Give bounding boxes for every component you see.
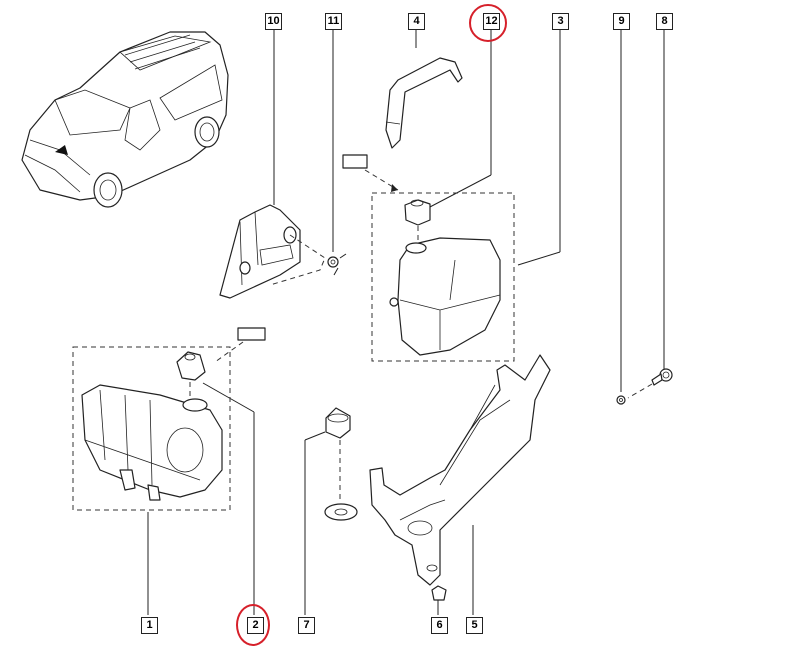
callout-label-7[interactable]: 7 <box>298 617 315 634</box>
part-1-expansion-tank <box>81 384 223 501</box>
highlight-ring-12 <box>469 4 507 42</box>
engine-bay-highlight-marker <box>55 145 68 155</box>
highlight-ring-2 <box>236 604 270 646</box>
callout-label-5[interactable]: 5 <box>466 617 483 634</box>
part-7-grommet <box>325 407 351 439</box>
part-9-nut <box>616 395 626 405</box>
part-4-strap <box>385 57 463 149</box>
callout-label-4[interactable]: 4 <box>408 13 425 30</box>
part-3-expansion-tank <box>389 237 501 356</box>
vehicle-overview-illustration <box>21 31 229 208</box>
part-5-mounting-bracket <box>369 354 551 586</box>
part-8-bolt <box>651 368 673 386</box>
part-2-cap <box>176 351 206 381</box>
callout-label-6[interactable]: 6 <box>431 617 448 634</box>
callout-label-11[interactable]: 11 <box>325 13 342 30</box>
part-12-cap <box>404 199 431 226</box>
callout-label-8[interactable]: 8 <box>656 13 673 30</box>
assembly-3-frame <box>371 192 515 362</box>
bracket-mount-hole <box>324 503 358 521</box>
callout-label-1[interactable]: 1 <box>141 617 158 634</box>
callout-label-10[interactable]: 10 <box>265 13 282 30</box>
tightening-symbol-box <box>342 154 368 169</box>
part-11-nut <box>327 253 347 276</box>
leader-lines <box>147 29 665 615</box>
tightening-symbol-box-2 <box>237 327 266 341</box>
part-10-deflector-shield <box>219 204 326 299</box>
assembly-1-frame <box>72 346 231 511</box>
callout-label-9[interactable]: 9 <box>613 13 630 30</box>
part-6-clip <box>431 585 447 601</box>
callout-label-3[interactable]: 3 <box>552 13 569 30</box>
